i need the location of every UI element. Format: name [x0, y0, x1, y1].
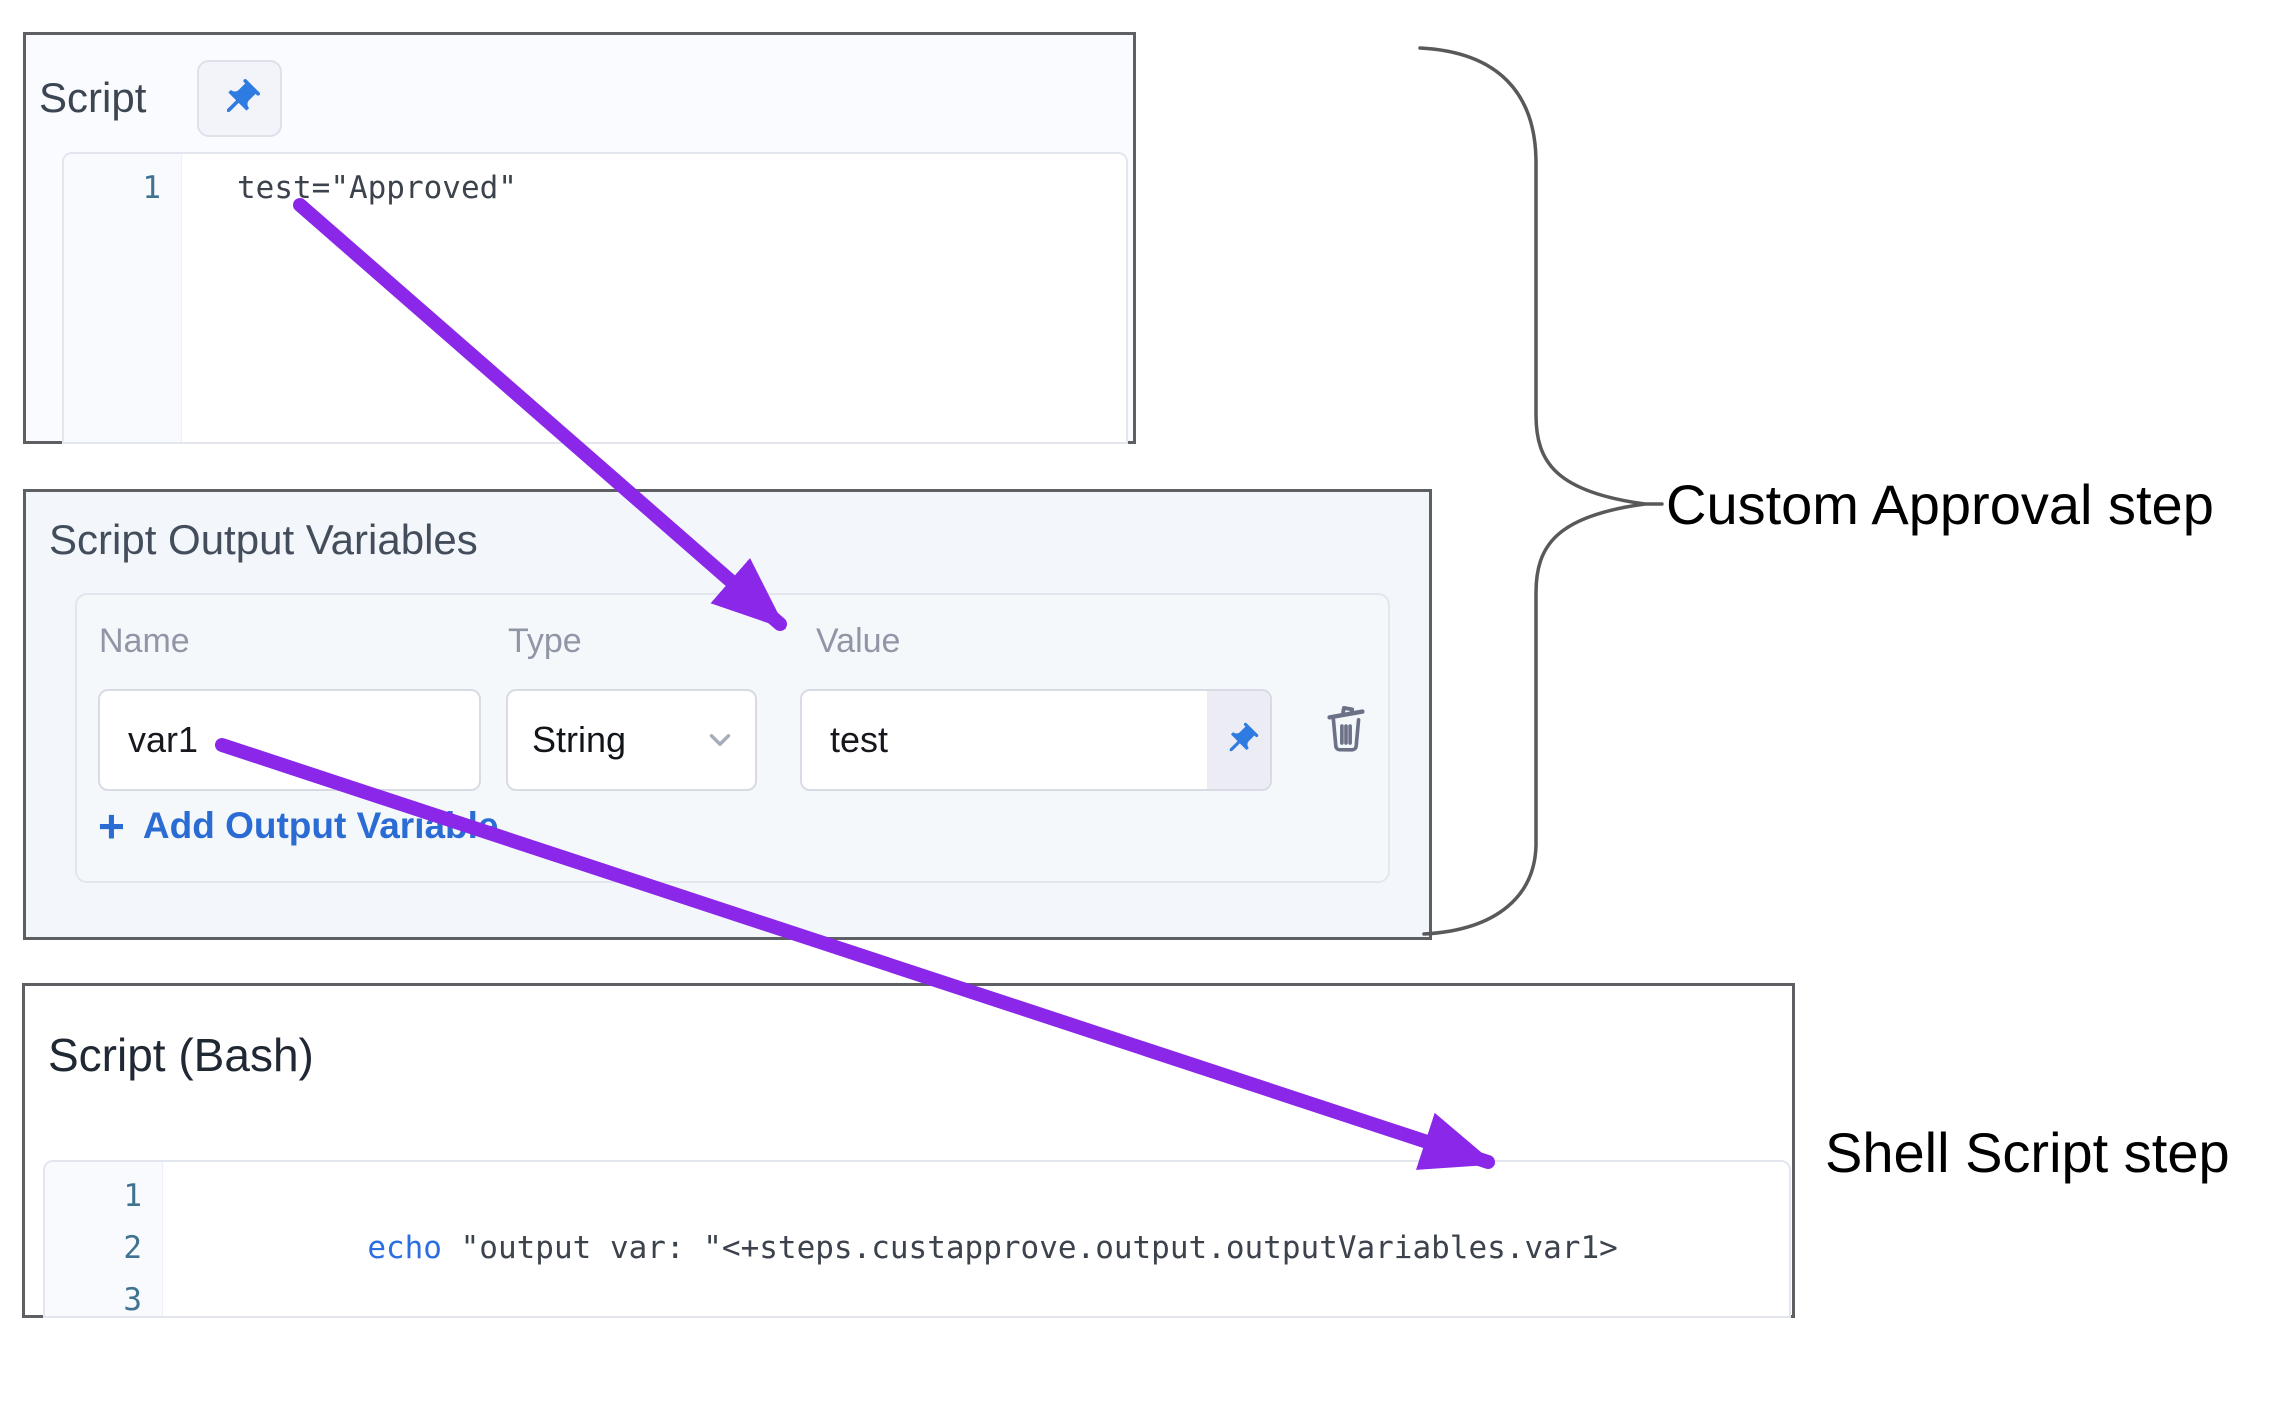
- bash-script-editor[interactable]: 1 2 3 echo "output var: "<+steps.custapp…: [43, 1160, 1791, 1318]
- keyword-echo: echo: [367, 1230, 442, 1266]
- line-number-gutter: 1 2 3: [45, 1162, 163, 1316]
- name-column-label: Name: [99, 622, 190, 660]
- chevron-down-icon: [703, 723, 737, 757]
- script-panel-title: Script: [39, 74, 147, 121]
- variable-value-field: [800, 689, 1272, 791]
- add-output-variable-button[interactable]: + Add Output Variable: [98, 800, 499, 852]
- shell-script-title: Script (Bash): [48, 1029, 314, 1081]
- line-number: 3: [123, 1282, 142, 1318]
- code-text: "output var: "<+steps.custapprove.output…: [441, 1230, 1618, 1266]
- line-number: 2: [123, 1230, 142, 1266]
- variable-name-input[interactable]: [98, 689, 481, 791]
- line-number-gutter: 1: [64, 154, 182, 442]
- custom-approval-step-label: Custom Approval step: [1666, 473, 2214, 536]
- shell-script-step-label: Shell Script step: [1825, 1121, 2230, 1184]
- code-area[interactable]: test="Approved": [182, 154, 1126, 442]
- value-column-label: Value: [816, 622, 901, 660]
- pushpin-icon: [1222, 721, 1260, 759]
- line-number: 1: [123, 1178, 142, 1214]
- fixed-value-pin-button[interactable]: [197, 60, 282, 137]
- code-area[interactable]: echo "output var: "<+steps.custapprove.o…: [163, 1162, 1789, 1316]
- curly-brace: [1418, 46, 1646, 936]
- code-text: test="Approved": [237, 170, 517, 206]
- line-number: 1: [142, 170, 161, 206]
- type-column-label: Type: [508, 622, 582, 660]
- add-output-variable-label: Add Output Variable: [142, 805, 499, 846]
- pushpin-icon: [218, 77, 262, 121]
- variable-value-input[interactable]: [802, 691, 1207, 789]
- output-variables-title: Script Output Variables: [49, 516, 478, 563]
- trash-icon: [1317, 699, 1375, 757]
- variable-type-select[interactable]: String: [506, 689, 757, 791]
- delete-variable-button[interactable]: [1310, 692, 1382, 764]
- selected-type: String: [532, 719, 627, 760]
- plus-icon: +: [98, 800, 125, 852]
- approval-script-editor[interactable]: 1 test="Approved": [62, 152, 1128, 444]
- value-pin-button[interactable]: [1207, 691, 1270, 789]
